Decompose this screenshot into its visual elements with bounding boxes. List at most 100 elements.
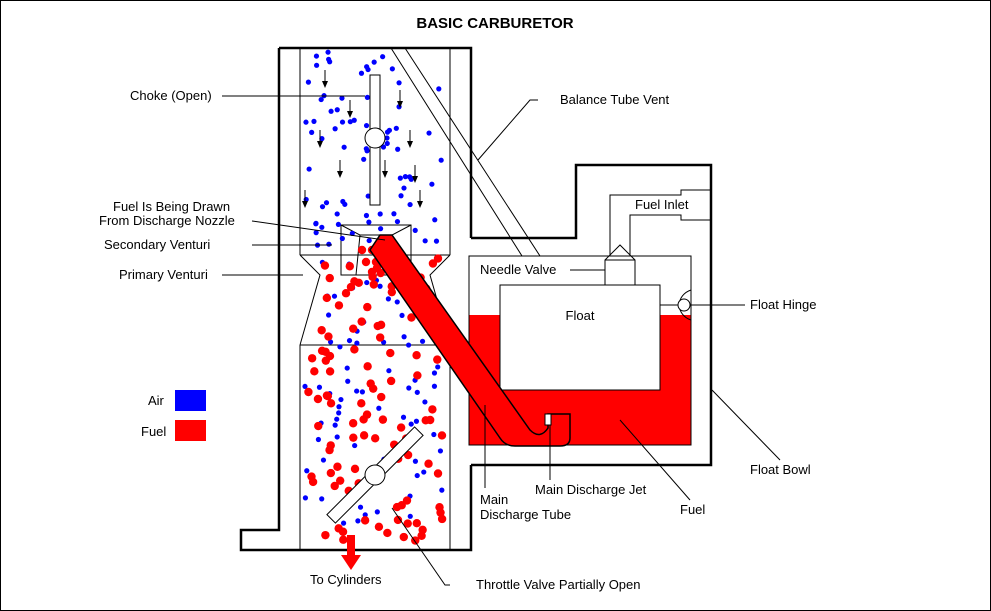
legend-swatch-air (175, 390, 206, 411)
label-float-hinge: Float Hinge (750, 297, 816, 312)
air-particle (431, 383, 438, 389)
fuel-particle (325, 273, 334, 283)
fuel-particle (359, 431, 369, 440)
fuel-particle (307, 472, 316, 481)
fuel-particle (333, 462, 342, 471)
air-particle (402, 174, 408, 180)
fuel-particle (407, 313, 416, 322)
choke-valve (364, 74, 386, 206)
fuel-particle (317, 326, 326, 335)
air-particle (385, 296, 391, 302)
air-particle (419, 338, 426, 344)
fuel-particle (325, 367, 335, 376)
air-particle (358, 70, 365, 76)
fuel-particle (387, 287, 397, 297)
fuel-particle (377, 392, 386, 402)
air-particle (357, 504, 364, 510)
air-particle (313, 230, 319, 236)
label-throttle-valve: Throttle Valve Partially Open (476, 577, 641, 592)
fuel-particle (307, 354, 317, 363)
air-particle (351, 117, 357, 123)
air-particle (366, 219, 372, 225)
air-particle (319, 496, 325, 502)
air-particle (386, 127, 393, 133)
air-particle (355, 518, 361, 524)
airflow-arrows (302, 70, 423, 208)
airflow-arrow (322, 70, 328, 88)
fuel-particle (437, 431, 447, 440)
legend: Air Fuel (141, 390, 206, 441)
air-particle (394, 299, 400, 305)
legend-label-fuel: Fuel (141, 424, 166, 439)
label-main-discharge-tube-2: Discharge Tube (480, 507, 571, 522)
air-particle (414, 472, 420, 479)
label-main-discharge-jet: Main Discharge Jet (535, 482, 647, 497)
float-bowl-wall (471, 163, 713, 467)
airflow-arrow (382, 160, 388, 178)
fuel-particle (359, 415, 368, 424)
air-particle (407, 174, 413, 180)
leader-lines (222, 95, 781, 586)
air-particle (429, 181, 435, 187)
air-particle (436, 86, 442, 92)
airflow-arrow (397, 90, 403, 108)
air-particle (431, 370, 438, 376)
fuel-particle (376, 268, 385, 278)
air-particle (354, 340, 360, 346)
air-particle (336, 410, 342, 416)
fuel-particle (357, 245, 367, 255)
air-particle (363, 212, 370, 219)
air-particle (437, 448, 444, 454)
label-to-cylinders: To Cylinders (310, 572, 382, 587)
label-needle-valve: Needle Valve (480, 262, 556, 277)
air-particle (371, 59, 377, 65)
air-particle (337, 344, 343, 350)
fuel-particle (357, 399, 366, 408)
to-cylinders-arrow (341, 535, 361, 570)
fuel-particle (314, 421, 323, 431)
air-particle (326, 56, 332, 62)
air-particle (384, 140, 390, 147)
label-main-discharge-tube-1: Main (480, 492, 508, 507)
air-particle (323, 200, 330, 206)
air-particle (422, 399, 428, 405)
fuel-particle (320, 261, 330, 270)
air-particle (314, 62, 320, 68)
air-particle (395, 146, 401, 152)
air-particle (311, 118, 317, 124)
fuel-particle (412, 519, 422, 528)
float-label: Float (566, 308, 595, 323)
fuel-particle (349, 433, 358, 442)
label-fuel-drawn-1: Fuel Is Being Drawn (113, 199, 230, 214)
label-fuel-inlet: Fuel Inlet (635, 197, 689, 212)
fuel-particle (310, 367, 319, 376)
air-particle (339, 95, 345, 101)
air-particle (326, 241, 332, 247)
air-particle (302, 383, 308, 390)
fuel-particle (348, 419, 358, 428)
fuel-particle (433, 469, 443, 478)
main-discharge-tube (369, 234, 571, 447)
fuel-particle (326, 399, 336, 408)
fuel-particle (386, 348, 395, 358)
fuel-particle (375, 333, 385, 342)
fuel-particle (378, 415, 388, 424)
fuel-particle (370, 434, 380, 443)
fuel-particle (374, 522, 384, 531)
fuel-particle (361, 257, 371, 267)
fuel-particle (412, 351, 421, 360)
fuel-particle (428, 405, 437, 414)
air-particle (399, 312, 405, 319)
diagram-title: BASIC CARBURETOR (416, 15, 573, 32)
air-particle (331, 293, 338, 299)
air-particle (364, 94, 370, 100)
air-particle (338, 396, 344, 403)
air-particle (380, 144, 387, 150)
air-particle (306, 166, 312, 172)
balance-tube (390, 47, 541, 257)
fuel-particle (324, 332, 333, 341)
air-particle (335, 221, 342, 228)
fuel-particle (321, 347, 330, 356)
air-particle (316, 384, 323, 390)
air-particle (305, 79, 312, 85)
